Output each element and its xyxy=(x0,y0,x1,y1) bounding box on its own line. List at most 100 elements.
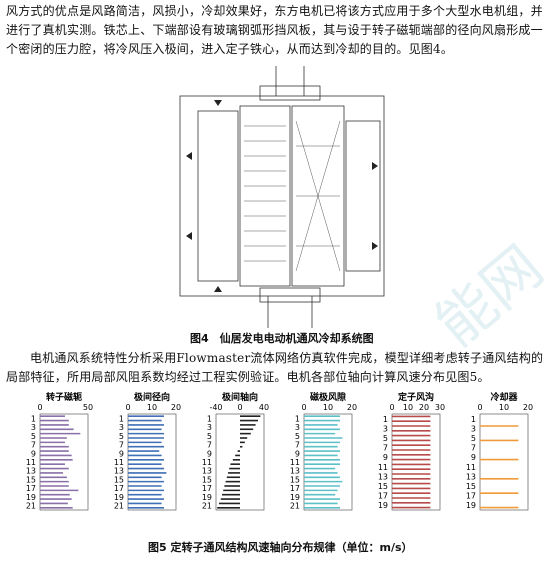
plot-frame-2 xyxy=(215,413,265,511)
x-tick-label-4-0: 0 xyxy=(389,403,394,412)
y-tick-label-1-7: 15 xyxy=(114,475,124,484)
y-tick-label-1-0: 1 xyxy=(119,414,124,423)
y-tick-label-5-8: 17 xyxy=(466,492,476,501)
y-tick-label-4-8: 17 xyxy=(378,492,388,501)
plot-frame-3 xyxy=(303,413,353,511)
chart-title-5: 冷却器 xyxy=(490,391,518,403)
y-tick-label-4-7: 15 xyxy=(378,482,388,491)
figure-5-caption: 图5 定转子通风结构风速轴向分布规律（单位：m/s） xyxy=(148,541,413,554)
y-tick-label-4-4: 9 xyxy=(383,453,388,462)
y-tick-label-0-6: 13 xyxy=(26,467,36,476)
figure-4-caption: 图4 仙居发电电动机通风冷却系统图 xyxy=(190,332,374,345)
y-tick-label-2-10: 21 xyxy=(202,502,212,511)
y-tick-label-3-3: 7 xyxy=(295,441,300,450)
y-tick-label-3-9: 19 xyxy=(290,493,300,502)
y-tick-label-0-4: 9 xyxy=(31,449,36,458)
y-tick-label-1-2: 5 xyxy=(119,432,124,441)
y-tick-label-3-0: 1 xyxy=(295,414,300,423)
y-tick-label-5-6: 13 xyxy=(466,472,476,481)
x-tick-label-4-2: 20 xyxy=(419,403,429,412)
y-tick-label-2-6: 13 xyxy=(202,467,212,476)
y-tick-label-1-4: 9 xyxy=(119,449,124,458)
y-tick-label-2-2: 5 xyxy=(207,432,212,441)
y-tick-label-4-6: 13 xyxy=(378,472,388,481)
y-tick-label-0-10: 21 xyxy=(26,502,36,511)
y-tick-label-0-5: 11 xyxy=(26,458,36,467)
y-tick-label-2-4: 9 xyxy=(207,449,212,458)
y-tick-label-4-1: 3 xyxy=(383,424,388,433)
x-tick-label-5-1: 10 xyxy=(499,403,509,412)
x-tick-label-2-2: 40 xyxy=(259,403,269,412)
y-tick-label-0-7: 15 xyxy=(26,475,36,484)
y-tick-label-0-9: 19 xyxy=(26,493,36,502)
y-tick-label-5-5: 11 xyxy=(466,463,476,472)
body-paragraph-2: 电机通风系统特性分析采用Flowmaster流体网络仿真软件完成，模型详细考虑转… xyxy=(6,351,544,384)
y-tick-label-1-9: 19 xyxy=(114,493,124,502)
y-tick-label-5-3: 7 xyxy=(471,444,476,453)
ventilation-system-diagram xyxy=(179,66,385,328)
x-tick-label-4-3: 30 xyxy=(435,403,445,412)
x-tick-label-3-2: 20 xyxy=(347,403,357,412)
y-tick-label-2-7: 15 xyxy=(202,475,212,484)
x-tick-label-1-1: 10 xyxy=(147,403,157,412)
y-tick-label-0-0: 1 xyxy=(31,414,36,423)
plot-frame-5 xyxy=(479,413,529,511)
y-tick-label-3-8: 17 xyxy=(290,484,300,493)
x-tick-label-0-0: 0 xyxy=(37,403,42,412)
y-tick-label-1-6: 13 xyxy=(114,467,124,476)
y-tick-label-1-8: 17 xyxy=(114,484,124,493)
plot-frame-4 xyxy=(391,413,441,511)
y-tick-label-3-5: 11 xyxy=(290,458,300,467)
y-tick-label-5-9: 19 xyxy=(466,501,476,510)
y-tick-label-4-0: 1 xyxy=(383,415,388,424)
chart-title-2: 极间轴向 xyxy=(222,391,258,403)
y-tick-label-4-2: 5 xyxy=(383,434,388,443)
chart-title-3: 磁极风隙 xyxy=(310,391,346,403)
chart-title-4: 定子风沟 xyxy=(397,391,434,403)
plot-frame-0 xyxy=(39,413,89,511)
y-tick-label-1-3: 7 xyxy=(119,441,124,450)
x-tick-label-5-0: 0 xyxy=(477,403,482,412)
y-tick-label-5-4: 9 xyxy=(471,453,476,462)
y-tick-label-3-4: 9 xyxy=(295,449,300,458)
x-tick-label-4-1: 10 xyxy=(403,403,413,412)
y-tick-label-0-8: 17 xyxy=(26,484,36,493)
y-tick-label-0-1: 3 xyxy=(31,423,36,432)
y-tick-label-3-6: 13 xyxy=(290,467,300,476)
y-tick-label-5-1: 3 xyxy=(471,424,476,433)
x-tick-label-5-2: 20 xyxy=(523,403,533,412)
x-tick-label-3-1: 10 xyxy=(323,403,333,412)
chart-title-0: 转子磁轭 xyxy=(46,391,82,403)
x-tick-label-3-0: 0 xyxy=(301,403,306,412)
x-tick-label-2-0: -40 xyxy=(209,403,222,412)
x-tick-label-2-1: 0 xyxy=(237,403,242,412)
y-tick-label-4-3: 7 xyxy=(383,444,388,453)
y-tick-label-3-1: 3 xyxy=(295,423,300,432)
y-tick-label-0-3: 7 xyxy=(31,441,36,450)
y-tick-label-5-0: 1 xyxy=(471,415,476,424)
y-tick-label-3-7: 15 xyxy=(290,475,300,484)
y-tick-label-2-8: 17 xyxy=(202,484,212,493)
y-tick-label-3-10: 21 xyxy=(290,502,300,511)
y-tick-label-2-9: 19 xyxy=(202,493,212,502)
x-tick-label-0-1: 50 xyxy=(83,403,93,412)
y-tick-label-0-2: 5 xyxy=(31,432,36,441)
y-tick-label-1-10: 21 xyxy=(114,502,124,511)
x-tick-label-1-2: 20 xyxy=(171,403,181,412)
y-tick-label-2-1: 3 xyxy=(207,423,212,432)
y-tick-label-1-1: 3 xyxy=(119,423,124,432)
y-tick-label-2-5: 11 xyxy=(202,458,212,467)
y-tick-label-4-9: 19 xyxy=(378,501,388,510)
y-tick-label-2-0: 1 xyxy=(207,414,212,423)
plot-frame-1 xyxy=(127,413,177,511)
y-tick-label-1-5: 11 xyxy=(114,458,124,467)
y-tick-label-5-2: 5 xyxy=(471,434,476,443)
watermark-text: 能网 xyxy=(422,232,556,360)
chart-title-1: 极间径向 xyxy=(134,391,170,403)
y-tick-label-3-2: 5 xyxy=(295,432,300,441)
y-tick-label-5-7: 15 xyxy=(466,482,476,491)
body-paragraph-1: 风方式的优点是风路简洁，风损小，冷却效果好，东方电机已将该方式应用于多个大型水电… xyxy=(6,4,543,56)
x-tick-label-1-0: 0 xyxy=(125,403,130,412)
y-tick-label-4-5: 11 xyxy=(378,463,388,472)
